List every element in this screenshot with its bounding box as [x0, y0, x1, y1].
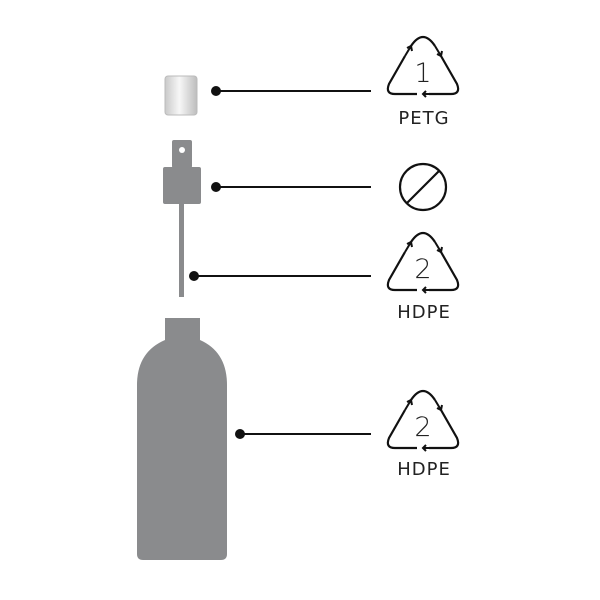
resin-code: 2 — [414, 254, 431, 285]
not-recyclable-icon — [398, 162, 448, 212]
resin-code: 1 — [414, 58, 431, 89]
dip-tube — [179, 204, 184, 297]
material-label: HDPE — [397, 459, 451, 480]
bottle — [137, 318, 227, 560]
cap — [164, 75, 198, 116]
leader-lines — [194, 90, 371, 435]
leader-dots — [189, 86, 245, 439]
material-label: HDPE — [397, 302, 451, 323]
material-label: PETG — [398, 108, 449, 129]
resin-code: 2 — [414, 412, 431, 443]
sprayer-pump — [163, 140, 201, 297]
